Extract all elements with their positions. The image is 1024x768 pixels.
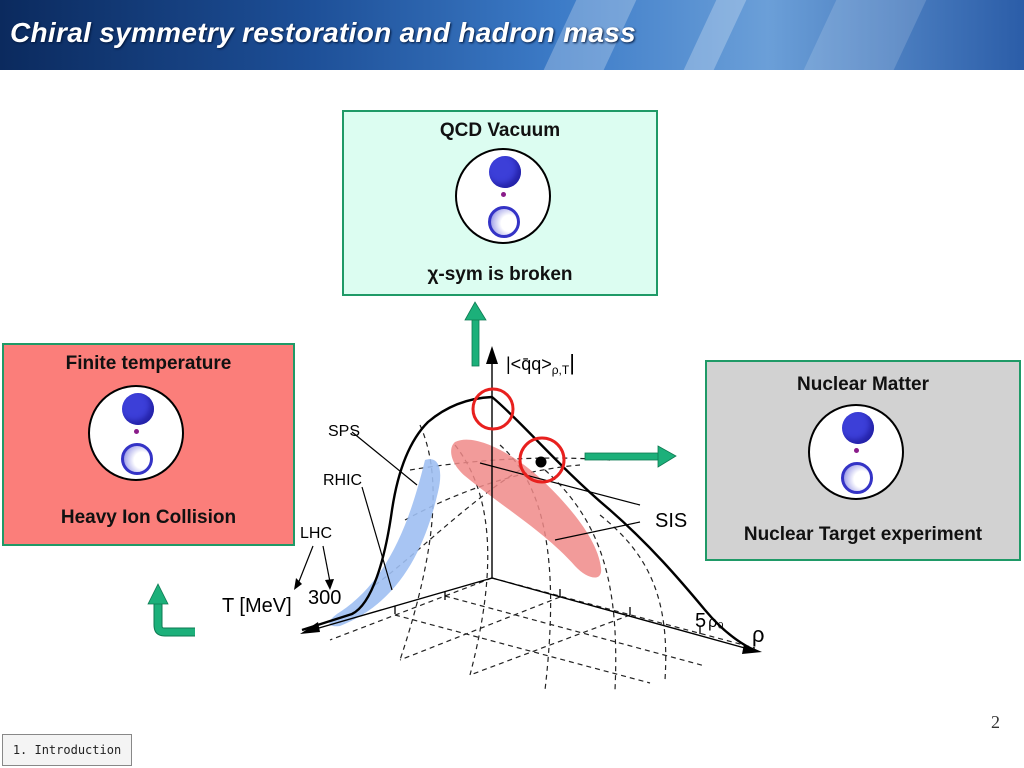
lhc-arrow-right-icon [325,579,334,590]
hollow-sphere-icon [841,462,873,494]
nuclear-matter-box: Nuclear Matter Nuclear Target experiment [705,360,1021,561]
nuclear-density-point [535,456,547,468]
rho-axis [491,577,753,651]
sis-label: SIS [655,510,687,532]
filled-sphere-icon [842,412,874,444]
slide-header: Chiral symmetry restoration and hadron m… [0,0,1024,70]
finite-temperature-circle [88,385,184,481]
lhc-arrow-left-icon [294,578,302,590]
t-tick-300: 300 [308,587,341,609]
center-dot-icon [854,448,859,453]
rho-axis-arrow-icon [742,644,762,654]
sis-region [451,439,602,578]
nuclear-matter-caption: Nuclear Target experiment [743,524,983,545]
t-axis-label: T [MeV] [222,595,292,617]
lhc-label: LHC [300,525,332,542]
nuclear-matter-circle [808,404,904,500]
arrow-right-icon [584,445,677,468]
sps-region [329,459,441,627]
qcd-vacuum-circle [455,148,551,244]
qcd-vacuum-caption: χ-sym is broken [427,264,573,285]
center-dot-icon [501,192,506,197]
axis-ticks [394,589,701,634]
rhic-label: RHIC [323,472,362,489]
finite-temperature-caption: Heavy Ion Collision [60,507,237,528]
finite-temperature-box: Finite temperature Heavy Ion Collision [2,343,295,546]
sps-label: SPS [328,423,360,440]
leader-lines [297,431,641,591]
y-axis-label: |<q̄q>ρ,T| [506,350,575,377]
nuclear-matter-title: Nuclear Matter [797,374,929,395]
section-tab[interactable]: 1. Introduction [2,734,132,766]
page-number: 2 [991,712,1000,732]
filled-sphere-icon [122,393,154,425]
t-axis-arrow-icon [300,622,320,634]
center-dot-icon [134,429,139,434]
slide-title: Chiral symmetry restoration and hadron m… [10,17,636,48]
qcd-vacuum-title: QCD Vacuum [439,120,561,141]
qcd-vacuum-box: QCD Vacuum χ-sym is broken [342,110,658,296]
arrow-curved-up-icon [147,583,195,637]
t-axis [311,577,493,631]
nuclear-highlight-circle [518,436,566,484]
rho-axis-label: ρ [752,622,765,647]
finite-temperature-title: Finite temperature [65,353,232,374]
hollow-sphere-icon [121,443,153,475]
filled-sphere-icon [489,156,521,188]
y-axis-arrow-icon [486,346,498,364]
vacuum-highlight-circle [471,387,515,431]
hollow-sphere-icon [488,206,520,238]
arrow-up-icon [464,301,487,367]
